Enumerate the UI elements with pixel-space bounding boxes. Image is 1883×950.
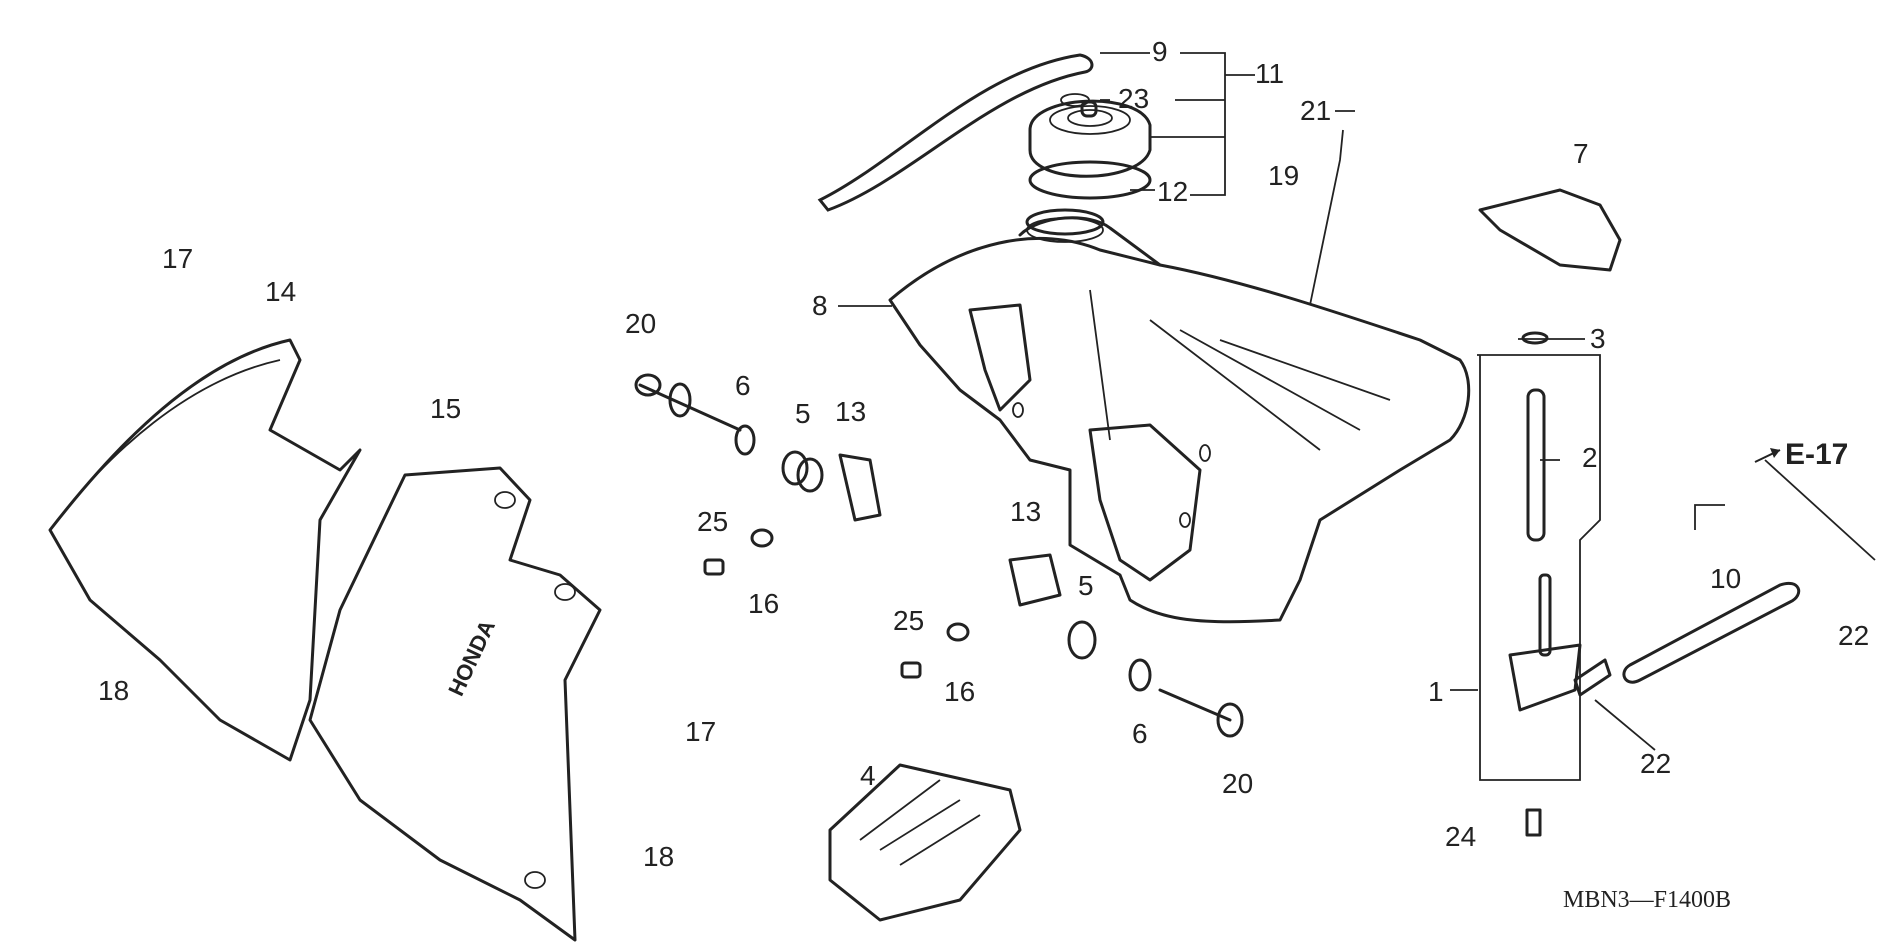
callout-label: 1 <box>1428 676 1444 707</box>
callout-label: 10 <box>1710 563 1742 594</box>
callout-label: 7 <box>1573 138 1589 169</box>
callout-label: 14 <box>265 276 297 307</box>
callout-label: 24 <box>1445 821 1477 852</box>
callout-label: 21 <box>1300 95 1332 126</box>
mount-hardware-right <box>900 553 1244 738</box>
callout-label: 17 <box>685 716 717 747</box>
callout-label: 25 <box>893 605 925 636</box>
callout-label: 11 <box>1255 58 1285 89</box>
mount-hardware-left <box>634 373 882 576</box>
bracket <box>1478 188 1622 272</box>
air-duct <box>828 763 1022 922</box>
callout-label: 16 <box>944 676 976 707</box>
callout-label: 8 <box>812 290 828 321</box>
left-shroud <box>48 338 362 762</box>
fuel-tank <box>888 208 1471 624</box>
fuel-line <box>1622 581 1801 684</box>
callout-label: 17 <box>162 243 194 274</box>
fuel-cap <box>1028 99 1152 200</box>
right-shroud <box>308 466 602 942</box>
callout-label: 25 <box>697 506 729 537</box>
callout-label: 20 <box>625 308 657 339</box>
callout-label: 12 <box>1157 176 1189 207</box>
callout-label: 22 <box>1640 748 1672 779</box>
callout-label: 9 <box>1152 36 1168 67</box>
callout-label: 19 <box>1268 160 1300 191</box>
callout-label: 18 <box>643 841 675 872</box>
fuel-valve <box>1508 331 1612 837</box>
callout-label: 22 <box>1838 620 1870 651</box>
callout-label: 5 <box>795 398 811 429</box>
callout-label: 15 <box>430 393 462 424</box>
callout-label: 3 <box>1590 323 1606 354</box>
callout-label: 18 <box>98 675 130 706</box>
callout-label: 6 <box>1132 718 1148 749</box>
callout-label: 13 <box>1010 496 1042 527</box>
callout-label: 5 <box>1078 570 1094 601</box>
reference-label[interactable]: E-17 <box>1785 438 1849 471</box>
callout-label: 16 <box>748 588 780 619</box>
callout-label: 13 <box>835 396 867 427</box>
breather-hose <box>817 53 1094 212</box>
callout-label: 4 <box>860 760 876 791</box>
callout-label: 6 <box>735 370 751 401</box>
callout-label: 20 <box>1222 768 1254 799</box>
callout-label: 23 <box>1118 83 1150 114</box>
callout-label: 2 <box>1582 442 1598 473</box>
diagram-code: MBN3—F1400B <box>1563 887 1732 913</box>
